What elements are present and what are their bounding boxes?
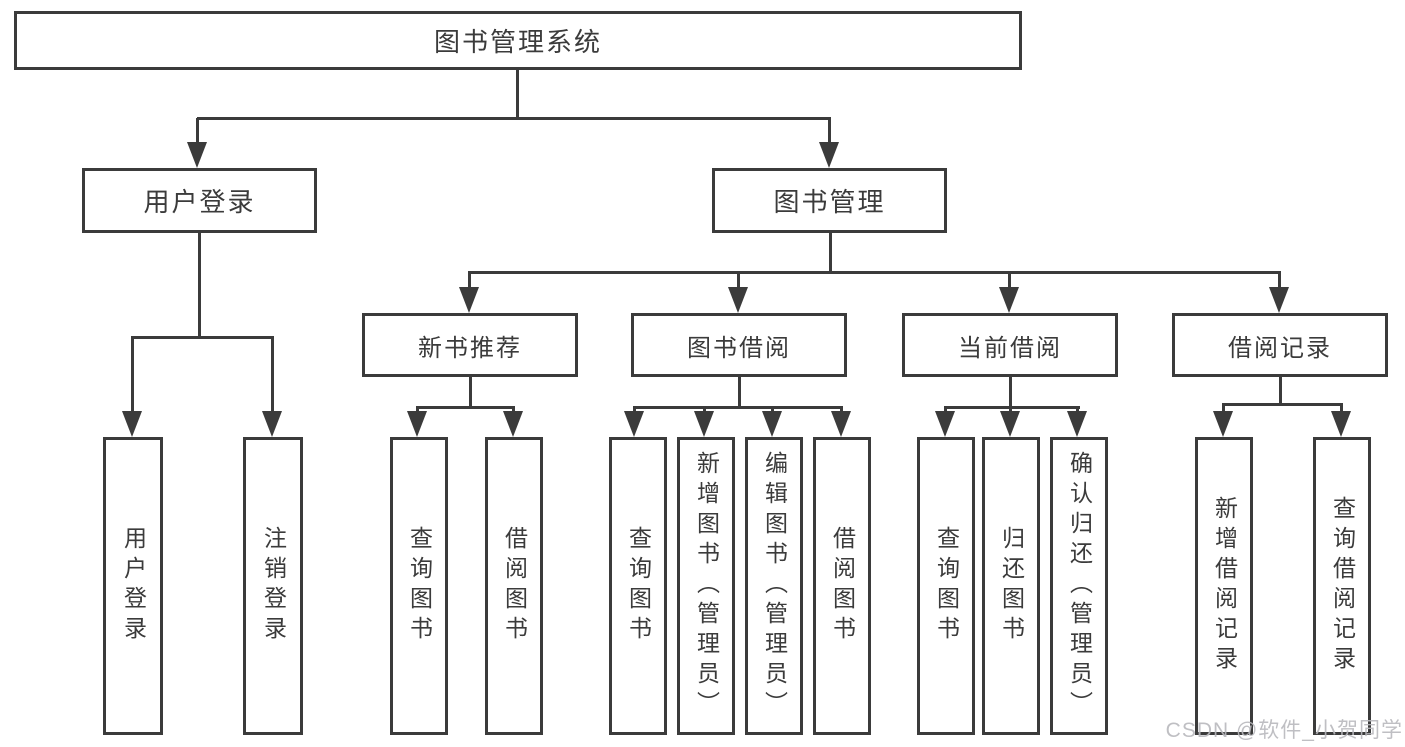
connector-line-new-books-branch — [417, 406, 515, 409]
leaf-label: 新增借阅记录 — [1211, 496, 1238, 676]
leaf-query-books: 查询图书 — [390, 437, 448, 735]
leaf-label: 查询借阅记录 — [1329, 496, 1356, 676]
leaf-label: 借阅图书 — [829, 526, 856, 646]
arrowhead-to-book-borrow — [728, 271, 749, 313]
leaf-edit-books-admin: 编辑图书（管理员） — [745, 437, 803, 735]
node-current-borrow: 当前借阅 — [902, 313, 1118, 377]
connector-line-user-login-stem — [198, 233, 201, 338]
connector-line-borrow-records-branch — [1223, 403, 1343, 406]
connector-line-borrow-records-stem — [1279, 377, 1282, 405]
node-label: 图书借阅 — [687, 334, 791, 362]
connector-line-book-borrow-branch — [634, 406, 843, 409]
connector-line-book-borrow-stem — [738, 377, 741, 408]
leaf-borrow-books: 借阅图书 — [813, 437, 871, 735]
arrowhead-to-leaf-edit-books — [762, 406, 783, 437]
leaf-borrow-books: 借阅图书 — [485, 437, 543, 735]
leaf-query-books: 查询图书 — [917, 437, 975, 735]
leaf-logout: 注销登录 — [243, 437, 303, 735]
leaf-add-books-admin: 新增图书（管理员） — [677, 437, 735, 735]
node-user-login: 用户登录 — [82, 168, 317, 233]
arrowhead-to-leaf-query-books — [935, 406, 956, 437]
arrowhead-to-leaf-borrow-books — [503, 406, 524, 437]
leaf-label: 查询图书 — [625, 526, 652, 646]
arrowhead-to-leaf-return-books — [1000, 406, 1021, 437]
connector-line-current-borrow-branch — [944, 406, 1080, 409]
connector-line-book-mgmt-stem — [829, 233, 832, 273]
arrowhead-to-leaf-add-books — [694, 406, 715, 437]
node-label: 新书推荐 — [418, 334, 522, 362]
arrowhead-to-leaf-add-borrow-record — [1213, 403, 1234, 437]
connector-line-user-login-branch — [132, 336, 274, 339]
leaf-confirm-return-admin: 确认归还（管理员） — [1050, 437, 1108, 735]
arrowhead-to-leaf-query-books — [407, 406, 428, 437]
connector-line-current-borrow-stem — [1009, 377, 1012, 408]
connector-line-new-books-stem — [469, 377, 472, 408]
arrowhead-to-new-book-recommend — [459, 271, 480, 313]
leaf-label: 新增图书（管理员） — [693, 451, 720, 721]
arrowhead-to-leaf-borrow-books — [831, 406, 852, 437]
leaf-label: 确认归还（管理员） — [1066, 451, 1093, 721]
csdn-watermark: CSDN @软件_小贺同学 — [1165, 719, 1403, 742]
leaf-label: 用户登录 — [120, 526, 147, 646]
connector-line-root-branch — [197, 117, 831, 120]
node-label: 图书管理系统 — [433, 27, 602, 57]
leaf-label: 查询图书 — [406, 526, 433, 646]
leaf-label: 编辑图书（管理员） — [761, 451, 788, 721]
node-label: 图书管理 — [773, 187, 886, 217]
leaf-label: 注销登录 — [260, 526, 287, 646]
leaf-add-borrow-record: 新增借阅记录 — [1195, 437, 1253, 735]
arrowhead-to-leaf-confirm-return — [1067, 406, 1088, 437]
leaf-query-books: 查询图书 — [609, 437, 667, 735]
leaf-label: 查询图书 — [933, 526, 960, 646]
leaf-return-books: 归还图书 — [982, 437, 1040, 735]
arrowhead-to-leaf-query-borrow-record — [1331, 403, 1352, 437]
node-book-management: 图书管理 — [712, 168, 947, 233]
leaf-query-borrow-record: 查询借阅记录 — [1313, 437, 1371, 735]
node-borrow-records: 借阅记录 — [1172, 313, 1388, 377]
arrowhead-to-book-management — [819, 118, 840, 168]
arrowhead-to-current-borrow — [999, 271, 1020, 313]
connector-line-root-stem — [516, 70, 519, 119]
arrowhead-to-borrow-records — [1269, 271, 1290, 313]
connector-line-book-mgmt-branch — [469, 271, 1281, 274]
node-library-management-system: 图书管理系统 — [14, 11, 1022, 70]
arrowhead-to-leaf-query-books — [624, 406, 645, 437]
leaf-label: 归还图书 — [998, 526, 1025, 646]
leaf-label: 借阅图书 — [501, 526, 528, 646]
node-book-borrow: 图书借阅 — [631, 313, 847, 377]
node-label: 借阅记录 — [1228, 334, 1332, 362]
arrowhead-to-leaf-user-login — [122, 336, 143, 437]
node-label: 用户登录 — [143, 187, 256, 217]
arrowhead-to-leaf-logout — [262, 336, 283, 437]
node-label: 当前借阅 — [958, 334, 1062, 362]
leaf-user-login: 用户登录 — [103, 437, 163, 735]
node-new-book-recommend: 新书推荐 — [362, 313, 578, 377]
arrowhead-to-user-login — [187, 118, 208, 168]
